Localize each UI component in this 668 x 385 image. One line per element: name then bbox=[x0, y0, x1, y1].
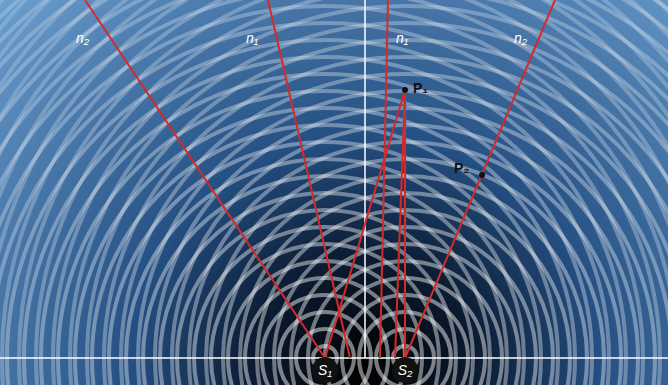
line-label: n₁ bbox=[396, 30, 408, 46]
line-label: n₁ bbox=[246, 30, 258, 46]
path-line bbox=[325, 90, 405, 358]
wave-ring bbox=[121, 74, 668, 385]
nodal-line bbox=[380, 0, 388, 358]
path-line bbox=[395, 90, 405, 358]
point-dot bbox=[402, 87, 408, 93]
nodal-lines bbox=[85, 0, 555, 358]
line-label: n₂ bbox=[76, 30, 89, 46]
source-label: S₁ bbox=[318, 362, 332, 378]
nodal-line bbox=[268, 0, 350, 358]
line-label: n₂ bbox=[514, 30, 527, 46]
point-label: P₁ bbox=[413, 80, 428, 96]
axis-line bbox=[364, 0, 366, 358]
source-disc bbox=[312, 357, 338, 383]
nodal-line bbox=[85, 0, 325, 358]
wave-ring bbox=[19, 0, 668, 385]
wave-ring bbox=[0, 6, 668, 385]
wave-ring bbox=[53, 6, 668, 385]
wave-ring bbox=[0, 23, 660, 385]
wave-ring bbox=[92, 125, 558, 385]
point-dot bbox=[479, 172, 485, 178]
point-label: P₂ bbox=[454, 160, 470, 176]
nodal-line bbox=[405, 0, 555, 358]
wave-ring bbox=[36, 0, 668, 385]
wave-ring bbox=[138, 91, 668, 385]
source-disc bbox=[392, 357, 418, 383]
base-line bbox=[0, 357, 668, 359]
wave-ring bbox=[70, 23, 668, 385]
source-label: S₂ bbox=[398, 362, 413, 378]
